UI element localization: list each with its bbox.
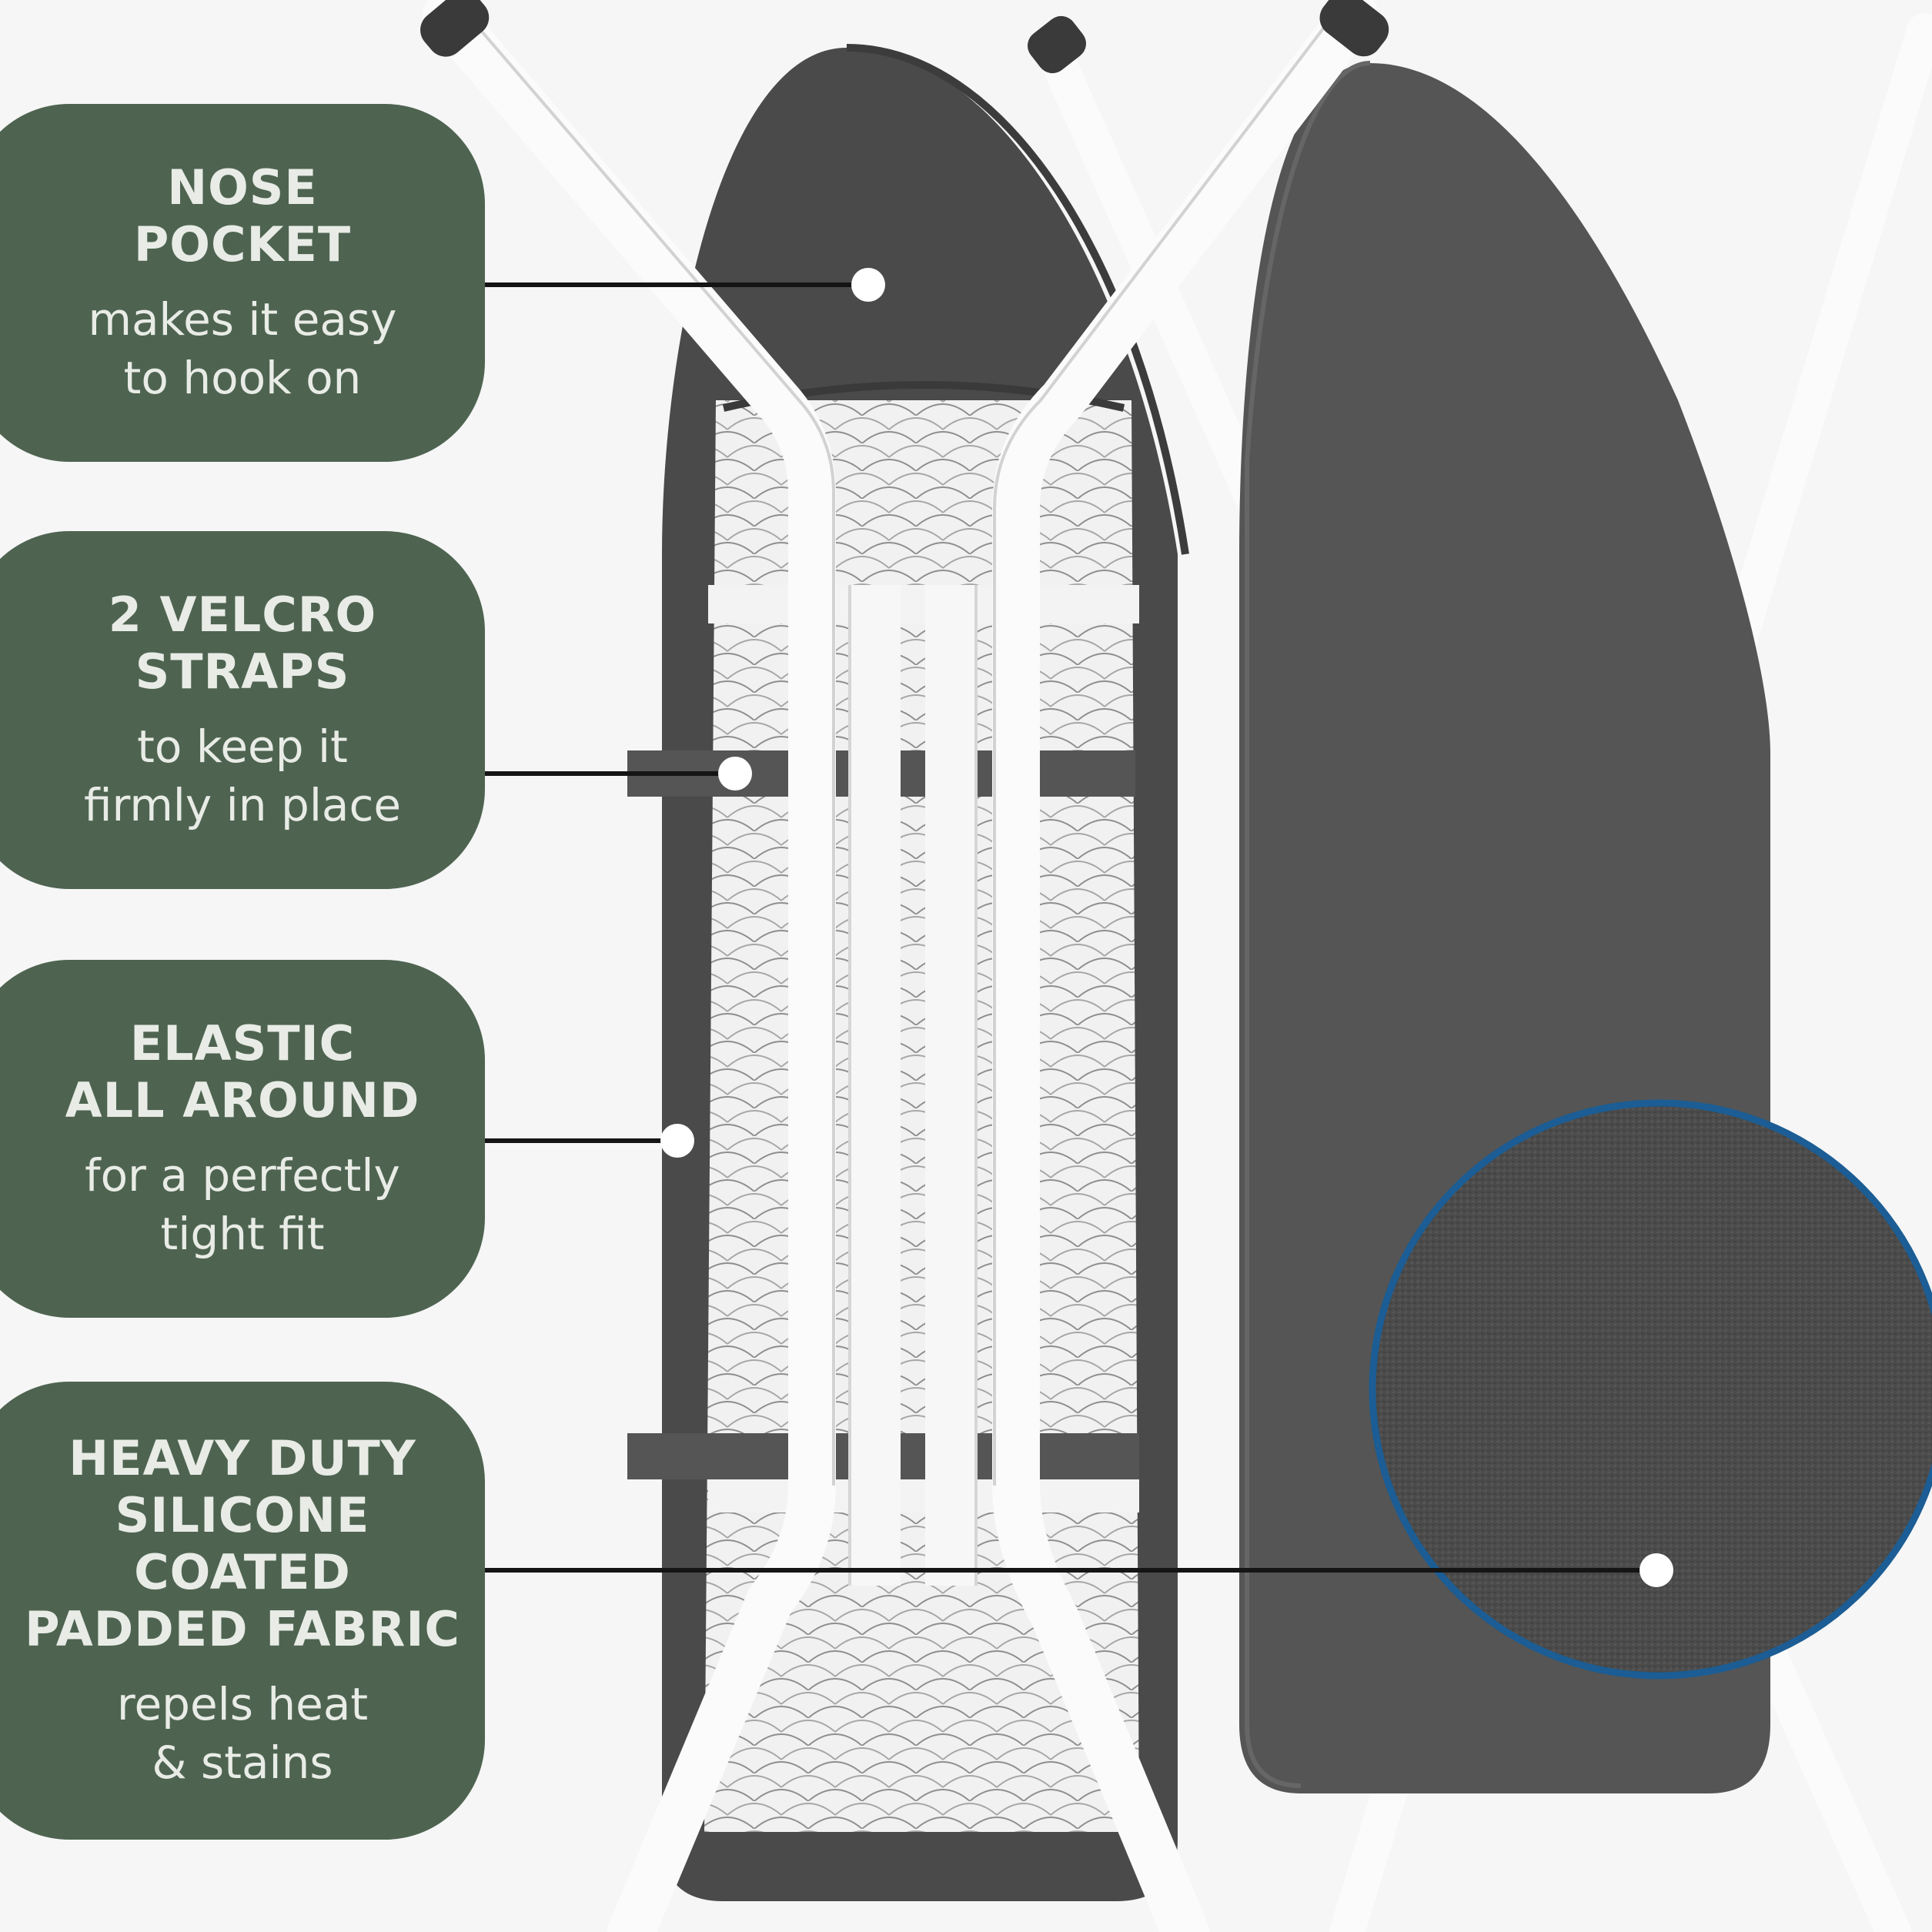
callout-subtitle: for a perfectly tight fit [85, 1148, 400, 1260]
velcro-strap-dot [718, 757, 752, 791]
callout-fabric: HEAVY DUTY SILICONE COATED PADDED FABRIC… [0, 1382, 485, 1840]
callout-subtitle: makes it easy to hook on [88, 292, 397, 404]
callout-title: 2 VELCRO STRAPS [108, 586, 377, 700]
nose-pocket-dot [851, 268, 885, 302]
callout-title: NOSE POCKET [133, 159, 352, 272]
callout-subtitle: to keep it firmly in place [83, 720, 402, 831]
fabric-zoom-circle [1369, 1099, 1932, 1680]
callout-subtitle: repels heat & stains [116, 1677, 369, 1789]
callout-title: HEAVY DUTY SILICONE COATED PADDED FABRIC [25, 1429, 460, 1657]
callout-title: ELASTIC ALL AROUND [65, 1014, 420, 1128]
leader-lines [485, 282, 1656, 1573]
callout-velcro-straps: 2 VELCRO STRAPS to keep it firmly in pla… [0, 531, 485, 889]
callout-elastic: ELASTIC ALL AROUND for a perfectly tight… [0, 960, 485, 1318]
left-board-legs [420, 0, 1389, 1932]
fabric-dot [1640, 1553, 1673, 1587]
elastic-dot [660, 1124, 694, 1158]
callout-nose-pocket: NOSE POCKET makes it easy to hook on [0, 104, 485, 462]
